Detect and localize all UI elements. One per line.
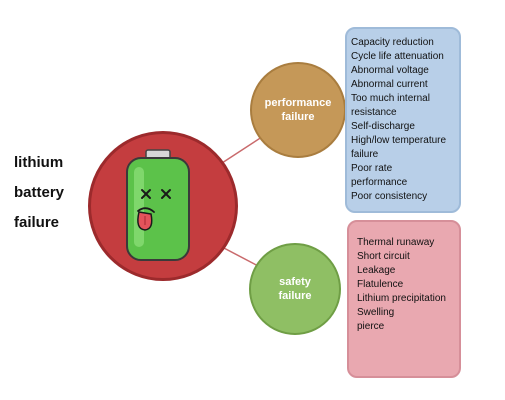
title-line: battery [14, 184, 65, 201]
list-item: Abnormal voltage [351, 65, 429, 76]
list-item: failure [351, 149, 379, 160]
list-item: Swelling [357, 307, 395, 318]
safety-label-line: safety [279, 276, 311, 288]
performance-label-line: performance [264, 97, 332, 109]
list-item: pierce [357, 321, 385, 332]
list-item: Too much internal [351, 93, 430, 104]
safety-failure-node: safety failure [249, 243, 341, 335]
safety-label-line: failure [278, 290, 312, 302]
list-item: performance [351, 177, 408, 188]
list-item: Short circuit [357, 251, 410, 262]
list-item: Poor rate [351, 163, 393, 174]
performance-failure-node: performance failure [250, 62, 346, 158]
title-line: failure [14, 214, 60, 231]
list-item: Thermal runaway [357, 237, 435, 248]
list-item: Leakage [357, 265, 396, 276]
diagram-title: lithium battery failure [14, 148, 84, 238]
main-circle [88, 131, 238, 281]
list-item: Cycle life attenuation [351, 51, 444, 62]
list-item: Capacity reduction [351, 37, 434, 48]
list-item: Flatulence [357, 279, 404, 290]
list-item: resistance [351, 107, 397, 118]
sad-battery-icon [126, 149, 190, 261]
performance-label-line: failure [281, 111, 315, 123]
safety-failure-list: Thermal runaway Short circuit Leakage Fl… [347, 220, 461, 378]
list-item: Lithium precipitation [357, 293, 446, 304]
title-line: lithium [14, 154, 64, 171]
list-item: Abnormal current [351, 79, 428, 90]
list-item: High/low temperature [351, 135, 447, 146]
list-item: Poor consistency [351, 191, 428, 202]
performance-failure-list: Capacity reduction Cycle life attenuatio… [345, 27, 461, 213]
list-item: Self-discharge [351, 121, 415, 132]
